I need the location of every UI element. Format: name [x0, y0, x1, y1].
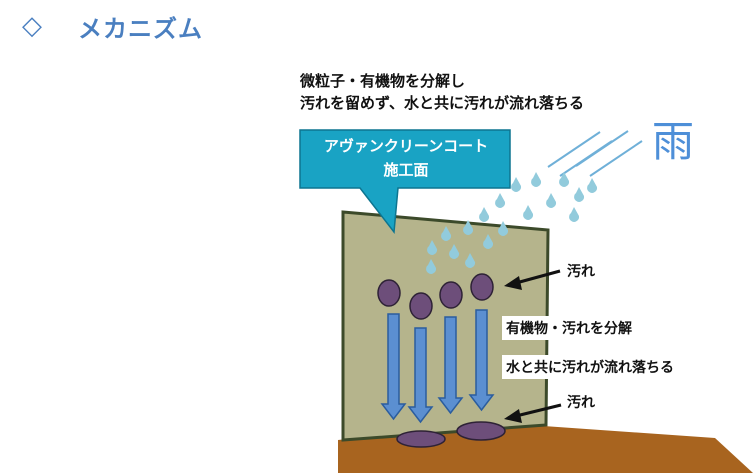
callout-box: [299, 129, 511, 234]
rain-line: [547, 131, 601, 168]
description-line-2: 汚れを留めず、水と共に汚れが流れ落ちる: [300, 94, 584, 112]
diamond-icon: ◇: [22, 11, 42, 41]
dirt-label-top: 汚れ: [567, 264, 595, 280]
raindrop: [569, 207, 580, 222]
raindrop: [523, 205, 534, 220]
section-title: メカニズム: [78, 14, 203, 43]
dirt-particle: [409, 292, 433, 320]
wash-away-label: 水と共に汚れが流れ落ちる: [502, 355, 678, 379]
raindrop: [426, 259, 437, 274]
raindrop: [587, 178, 598, 193]
raindrop: [546, 193, 557, 208]
callout-line-1: アヴァンクリーンコート: [323, 137, 489, 155]
raindrop: [449, 244, 460, 259]
dirt-puddles: [396, 421, 506, 448]
raindrop: [465, 253, 476, 268]
raindrop: [427, 240, 438, 255]
down-arrow: [468, 309, 495, 412]
raindrop: [574, 187, 585, 202]
pointer-head: [504, 409, 522, 423]
flow-arrows: [380, 309, 495, 424]
raindrop: [511, 177, 522, 192]
raindrop: [531, 172, 542, 187]
section-heading: ◇ メカニズム: [22, 8, 203, 44]
raindrop: [441, 226, 452, 241]
dirt-label-bottom: 汚れ: [567, 395, 595, 411]
dirt-particle: [377, 279, 401, 307]
description-line-1: 微粒子・有機物を分解し: [300, 72, 466, 90]
raindrop: [483, 234, 494, 249]
dirt-particles: [377, 273, 494, 320]
pointer-arrows: [504, 269, 562, 423]
raindrop: [495, 193, 506, 208]
raindrop: [559, 172, 570, 187]
pointer-line: [515, 403, 562, 418]
rain-line: [575, 130, 629, 167]
dirt-puddle: [456, 421, 506, 441]
callout-text: アヴァンクリーンコート 施工面: [306, 134, 506, 182]
raindrops: [426, 172, 598, 274]
raindrop: [463, 220, 474, 235]
pointer-line: [515, 269, 561, 285]
raindrop: [498, 221, 509, 236]
raindrop: [479, 207, 490, 222]
dirt-puddle: [396, 430, 446, 448]
decompose-label: 有機物・汚れを分解: [502, 316, 636, 340]
callout-line-2: 施工面: [383, 161, 429, 179]
rain-label: 雨: [652, 117, 695, 166]
dirt-particle: [439, 281, 463, 309]
down-arrow: [380, 313, 407, 421]
down-arrow: [437, 316, 464, 415]
rain-lines: [547, 130, 643, 177]
rain-line: [589, 140, 643, 177]
dirt-particle: [470, 273, 494, 301]
down-arrow: [407, 327, 434, 424]
pointer-head: [504, 276, 522, 290]
